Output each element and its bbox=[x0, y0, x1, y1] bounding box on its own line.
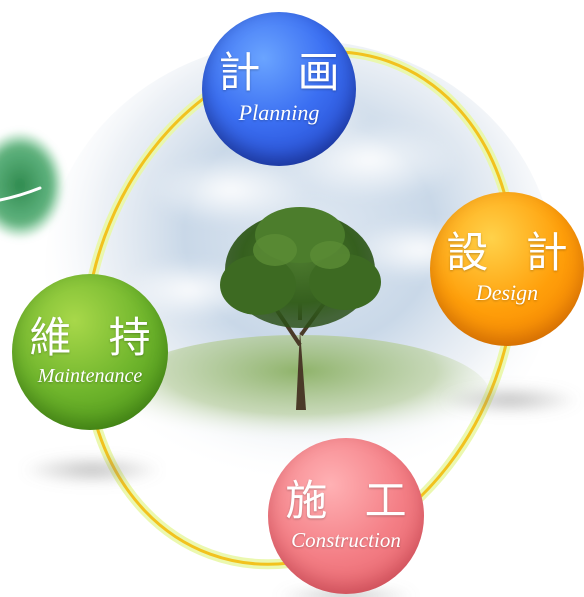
node-shadows bbox=[22, 386, 580, 597]
tree-icon bbox=[220, 207, 381, 410]
design-label: Design bbox=[475, 280, 539, 306]
construction-node: 施 工 Construction bbox=[268, 438, 424, 594]
planning-kanji: 計 画 bbox=[218, 48, 352, 98]
construction-kanji: 施 工 bbox=[285, 475, 419, 525]
white-swoosh bbox=[0, 186, 42, 202]
maintenance-kanji: 維 持 bbox=[29, 312, 163, 362]
maintenance-node: 維 持 Maintenance bbox=[12, 274, 168, 430]
design-node: 設 計 Design bbox=[430, 192, 584, 346]
cycle-ring bbox=[79, 46, 521, 570]
green-decoration bbox=[0, 130, 65, 240]
design-kanji: 設 計 bbox=[446, 228, 580, 278]
planning-node: 計 画 Planning bbox=[202, 12, 356, 166]
construction-label: Construction bbox=[291, 527, 401, 552]
planning-label: Planning bbox=[238, 100, 320, 126]
maintenance-label: Maintenance bbox=[37, 364, 143, 387]
